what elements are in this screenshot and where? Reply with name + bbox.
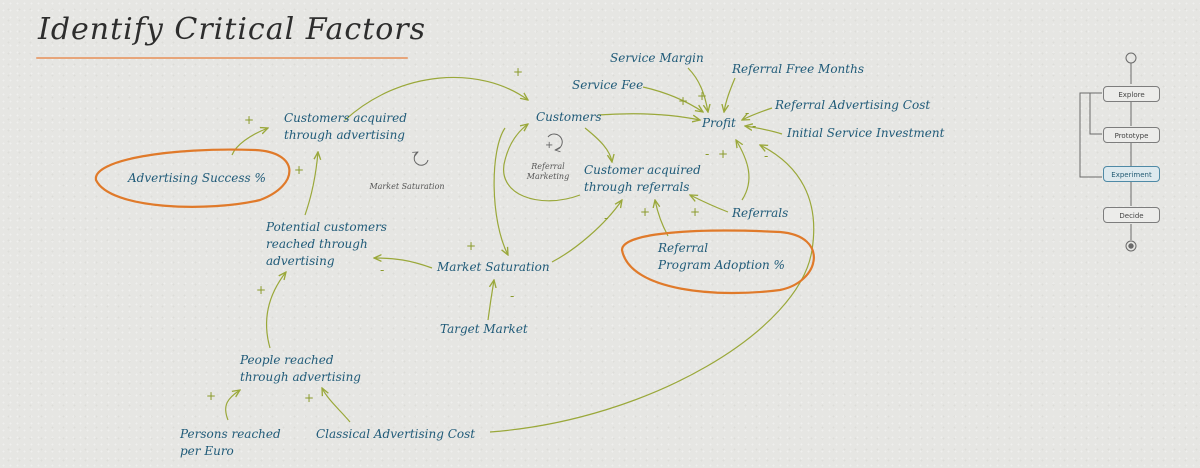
title-underline <box>36 57 408 59</box>
polarity-sign: + <box>697 89 708 103</box>
polarity-sign: + <box>294 163 305 177</box>
node-potential-customers: Potential customers reached through adve… <box>266 220 387 268</box>
link-adv-to-customers <box>344 76 528 121</box>
polarity-sign: + <box>206 389 217 403</box>
polarity-sign: - <box>380 263 385 277</box>
link-people-to-potential <box>265 272 286 349</box>
link-customers-to-profit <box>597 113 700 120</box>
polarity-sign: + <box>690 205 701 219</box>
node-customer-referrals: Customer acquired through referrals <box>584 163 701 194</box>
node-referral-advertising-cost: Referral Advertising Cost <box>775 98 931 112</box>
loop-label-referral-marketing: Referral Marketing <box>526 162 570 181</box>
link-customers-to-saturation <box>493 127 508 255</box>
loop-label-market-saturation: Market Saturation <box>369 182 445 191</box>
node-profit: Profit <box>702 116 736 130</box>
node-referral-free-months: Referral Free Months <box>732 62 864 76</box>
step-explore[interactable]: Explore <box>1103 86 1160 102</box>
node-customers: Customers <box>536 110 602 124</box>
node-people-reached: People reached through advertising <box>240 353 361 384</box>
polarity-sign: + <box>244 113 255 127</box>
node-service-fee: Service Fee <box>572 78 644 92</box>
link-refadvcost-to-profit <box>742 107 773 120</box>
polarity-sign: - <box>752 119 757 133</box>
link-customers-to-customer-ref <box>584 127 612 162</box>
node-persons-per-euro: Persons reached per Euro <box>180 427 281 458</box>
node-referral-program-adoption: Referral Program Adoption % <box>658 241 785 272</box>
node-target-market: Target Market <box>440 322 528 336</box>
loop-icon-market-saturation <box>414 152 429 166</box>
link-potential-to-customers-adv <box>304 152 318 216</box>
polarity-sign: - <box>745 106 750 120</box>
polarity-sign: - <box>705 147 710 161</box>
link-customer-ref-to-customers <box>503 124 581 202</box>
polarity-sign: + <box>304 391 315 405</box>
page-title: Identify Critical Factors <box>38 12 427 47</box>
polarity-sign: + <box>640 205 651 219</box>
link-investment-to-profit <box>745 126 783 135</box>
link-saturation-to-customer-ref <box>551 200 622 263</box>
link-persons-to-people <box>225 390 240 421</box>
loop-polarity-plus: + <box>545 140 554 151</box>
highlight-referral-adoption <box>620 229 815 295</box>
polarity-sign: - <box>764 149 769 163</box>
link-classical-to-people <box>322 388 351 423</box>
step-decide[interactable]: Decide <box>1103 207 1160 223</box>
highlight-advertising-success <box>94 148 291 208</box>
node-market-saturation: Market Saturation <box>437 260 550 274</box>
step-experiment[interactable]: Experiment <box>1103 166 1160 182</box>
polarity-sign: - <box>510 289 515 303</box>
node-customers-advertising: Customers acquired through advertising <box>284 111 407 142</box>
node-service-margin: Service Margin <box>610 51 704 65</box>
link-margin-to-profit <box>687 67 708 112</box>
link-fee-to-profit <box>642 86 703 112</box>
polarity-sign: + <box>718 147 729 161</box>
link-successpct-to-customers-adv <box>231 128 268 156</box>
link-referrals-to-profit <box>736 140 750 201</box>
link-target-to-saturation <box>487 280 494 321</box>
polarity-sign: + <box>466 239 477 253</box>
link-referrals-to-customer-ref <box>690 195 729 213</box>
node-initial-service-investment: Initial Service Investment <box>787 126 945 140</box>
polarity-sign: - <box>604 211 609 225</box>
polarity-sign: + <box>256 283 267 297</box>
node-advertising-success: Advertising Success % <box>128 171 266 185</box>
link-freemonths-to-profit <box>724 77 736 112</box>
polarity-sign: + <box>678 94 689 108</box>
link-saturation-to-potential <box>374 258 433 269</box>
polarity-sign: + <box>513 65 524 79</box>
link-classical-to-profit <box>489 145 815 433</box>
node-classical-advertising-cost: Classical Advertising Cost <box>316 427 476 441</box>
node-referrals: Referrals <box>732 206 789 220</box>
loop-icon-referral-marketing <box>547 133 563 150</box>
step-prototype[interactable]: Prototype <box>1103 127 1160 143</box>
